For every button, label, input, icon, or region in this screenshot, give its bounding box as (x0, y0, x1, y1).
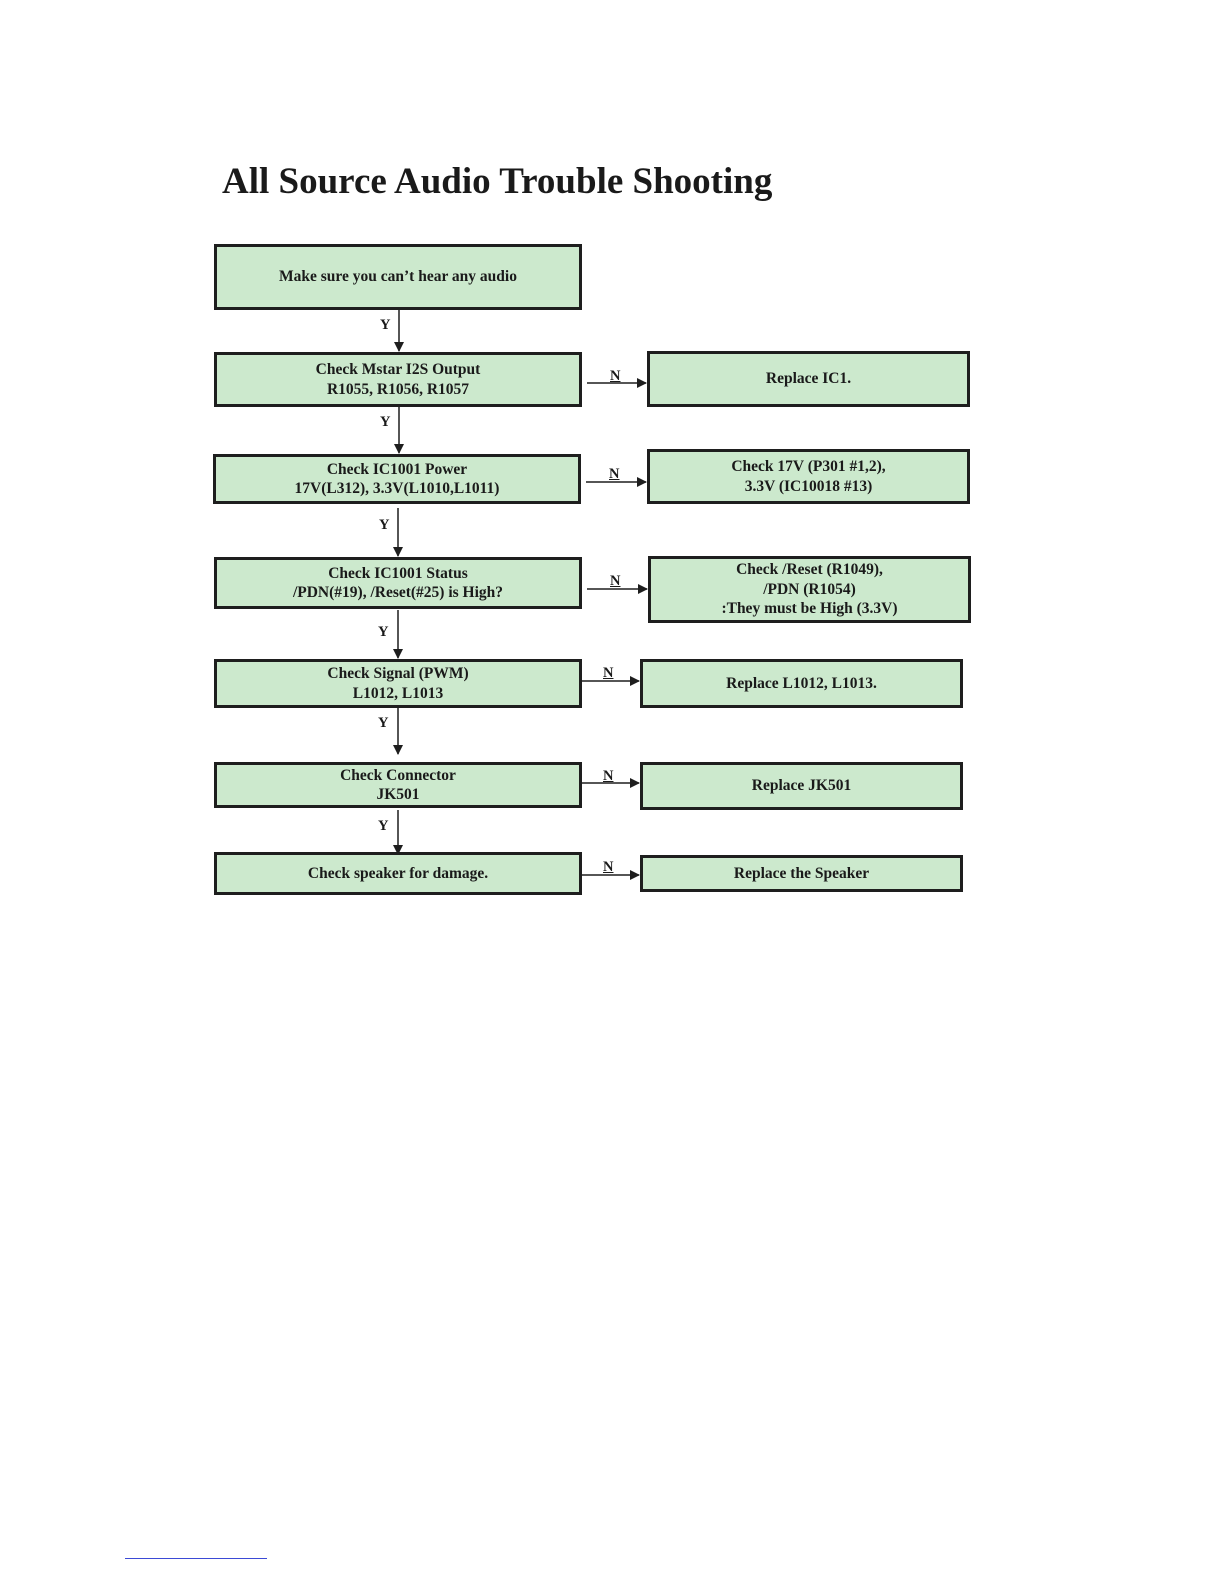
action-text-line: Check 17V (P301 #1,2), (731, 458, 886, 475)
yes-label: Y (378, 715, 389, 731)
step-check-ic1001-power: Check IC1001 Power 17V(L312), 3.3V(L1010… (213, 454, 581, 504)
no-label: N (609, 466, 620, 482)
yes-label: Y (378, 818, 389, 834)
step-text-line: Check IC1001 Status (328, 564, 468, 582)
action-check-17v-3v3: Check 17V (P301 #1,2), 3.3V (IC10018 #13… (647, 449, 970, 504)
action-check-reset-pdn: Check /Reset (R1049), /PDN (R1054) :They… (648, 556, 971, 623)
step-check-ic1001-status: Check IC1001 Status /PDN(#19), /Reset(#2… (214, 557, 582, 609)
yes-label: Y (380, 414, 391, 430)
step-text-line: Check speaker for damage. (307, 864, 489, 882)
step-text-line: L1012, L1013 (352, 684, 444, 702)
action-replace-ic1: Replace IC1. (647, 351, 970, 407)
action-replace-jk501: Replace JK501 (640, 762, 963, 810)
action-text-line: :They must be High (3.3V) (721, 600, 898, 618)
step-text-line: Check Signal (PWM) (327, 665, 469, 682)
step-check-connector: Check Connector JK501 (214, 762, 582, 808)
step-check-speaker: Check speaker for damage. (214, 852, 582, 895)
step-text-line: Check Mstar I2S Output (315, 361, 481, 378)
yes-label: Y (380, 317, 391, 333)
action-text-line: Replace JK501 (751, 777, 852, 795)
step-check-mstar-i2s-output: Check Mstar I2S Output R1055, R1056, R10… (214, 352, 582, 407)
no-label: N (603, 768, 614, 784)
no-label: N (603, 859, 614, 875)
action-replace-speaker: Replace the Speaker (640, 855, 963, 892)
yes-label: Y (378, 624, 389, 640)
step-text-line: Make sure you can’t hear any audio (279, 268, 517, 286)
action-text-line: Replace the Speaker (733, 864, 870, 882)
no-label: N (610, 573, 621, 589)
step-text-line: Check Connector (340, 766, 456, 784)
step-text-line: 17V(L312), 3.3V(L1010,L1011) (294, 480, 500, 497)
action-text-line: Replace L1012, L1013. (726, 674, 877, 692)
action-text-line: /PDN (R1054) (763, 580, 856, 598)
step-check-signal-pwm: Check Signal (PWM) L1012, L1013 (214, 659, 582, 708)
step-make-sure-no-audio: Make sure you can’t hear any audio (214, 244, 582, 310)
action-text-line: Replace IC1. (765, 370, 852, 388)
action-text-line: 3.3V (IC10018 #13) (744, 477, 873, 495)
action-text-line: Check /Reset (R1049), (736, 561, 883, 579)
footer-rule (125, 1558, 267, 1559)
no-label: N (610, 368, 621, 384)
yes-label: Y (379, 517, 390, 533)
page-title: All Source Audio Trouble Shooting (222, 161, 773, 202)
no-label: N (603, 665, 614, 681)
step-text-line: JK501 (376, 786, 420, 803)
step-text-line: Check IC1001 Power (326, 460, 468, 478)
step-text-line: /PDN(#19), /Reset(#25) is High? (292, 584, 504, 601)
action-replace-l1012-l1013: Replace L1012, L1013. (640, 659, 963, 708)
step-text-line: R1055, R1056, R1057 (326, 380, 470, 398)
